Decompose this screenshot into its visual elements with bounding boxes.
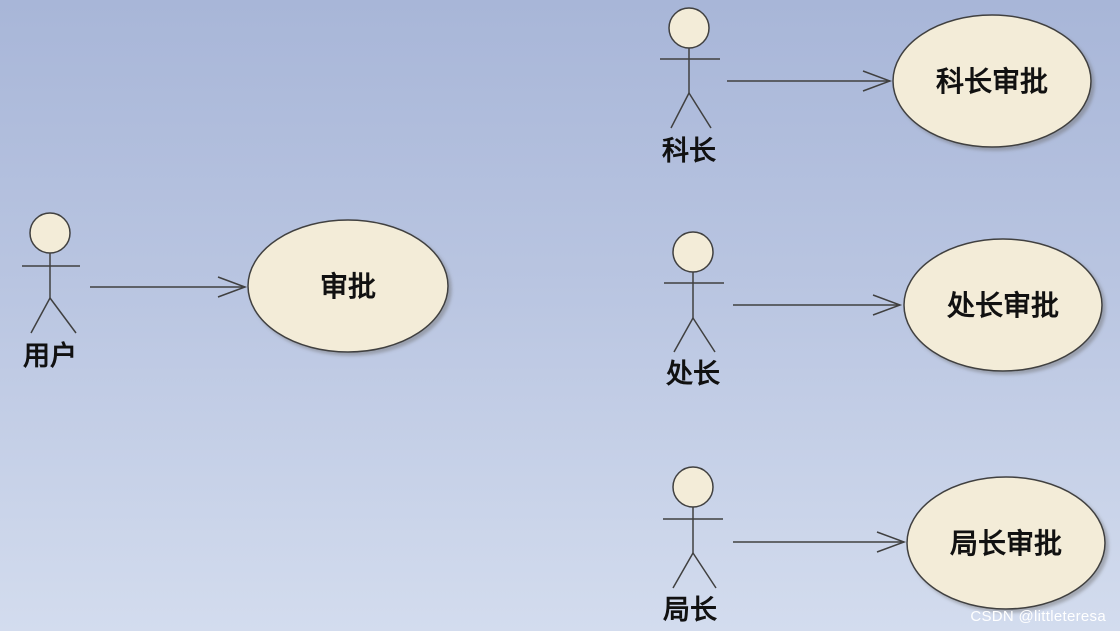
usecase-approve[interactable]: 审批: [247, 219, 449, 353]
actor-user-head: [29, 212, 71, 254]
actor-division-chief-label: 处长: [665, 359, 721, 390]
association-user-approve: [90, 276, 248, 298]
actor-bureau-chief-label: 局长: [663, 595, 718, 626]
actor-section-chief-head: [668, 7, 710, 49]
actor-division-chief[interactable]: 处长: [664, 231, 724, 390]
association-bureau-chief: [733, 531, 907, 553]
actor-section-chief[interactable]: 科长: [660, 7, 720, 167]
actor-bureau-chief[interactable]: 局长: [663, 466, 723, 626]
actor-division-chief-head: [672, 231, 714, 273]
actor-bureau-chief-head: [672, 466, 714, 508]
usecase-bureau-approve-label: 局长审批: [950, 527, 1062, 560]
usecase-division-approve-label: 处长审批: [946, 289, 1059, 322]
usecase-section-approve[interactable]: 科长审批: [892, 14, 1092, 148]
association-division-chief: [733, 294, 903, 316]
watermark: CSDN @littleteresa: [970, 608, 1106, 625]
actor-section-chief-label: 科长: [662, 136, 717, 167]
association-section-chief: [727, 70, 893, 92]
usecase-bureau-approve[interactable]: 局长审批: [906, 476, 1106, 610]
actor-user-label: 用户: [23, 340, 77, 372]
usecase-section-approve-label: 科长审批: [936, 65, 1048, 98]
usecase-division-approve[interactable]: 处长审批: [903, 238, 1103, 372]
usecase-approve-label: 审批: [320, 270, 376, 303]
actor-user[interactable]: 用户: [22, 212, 80, 372]
